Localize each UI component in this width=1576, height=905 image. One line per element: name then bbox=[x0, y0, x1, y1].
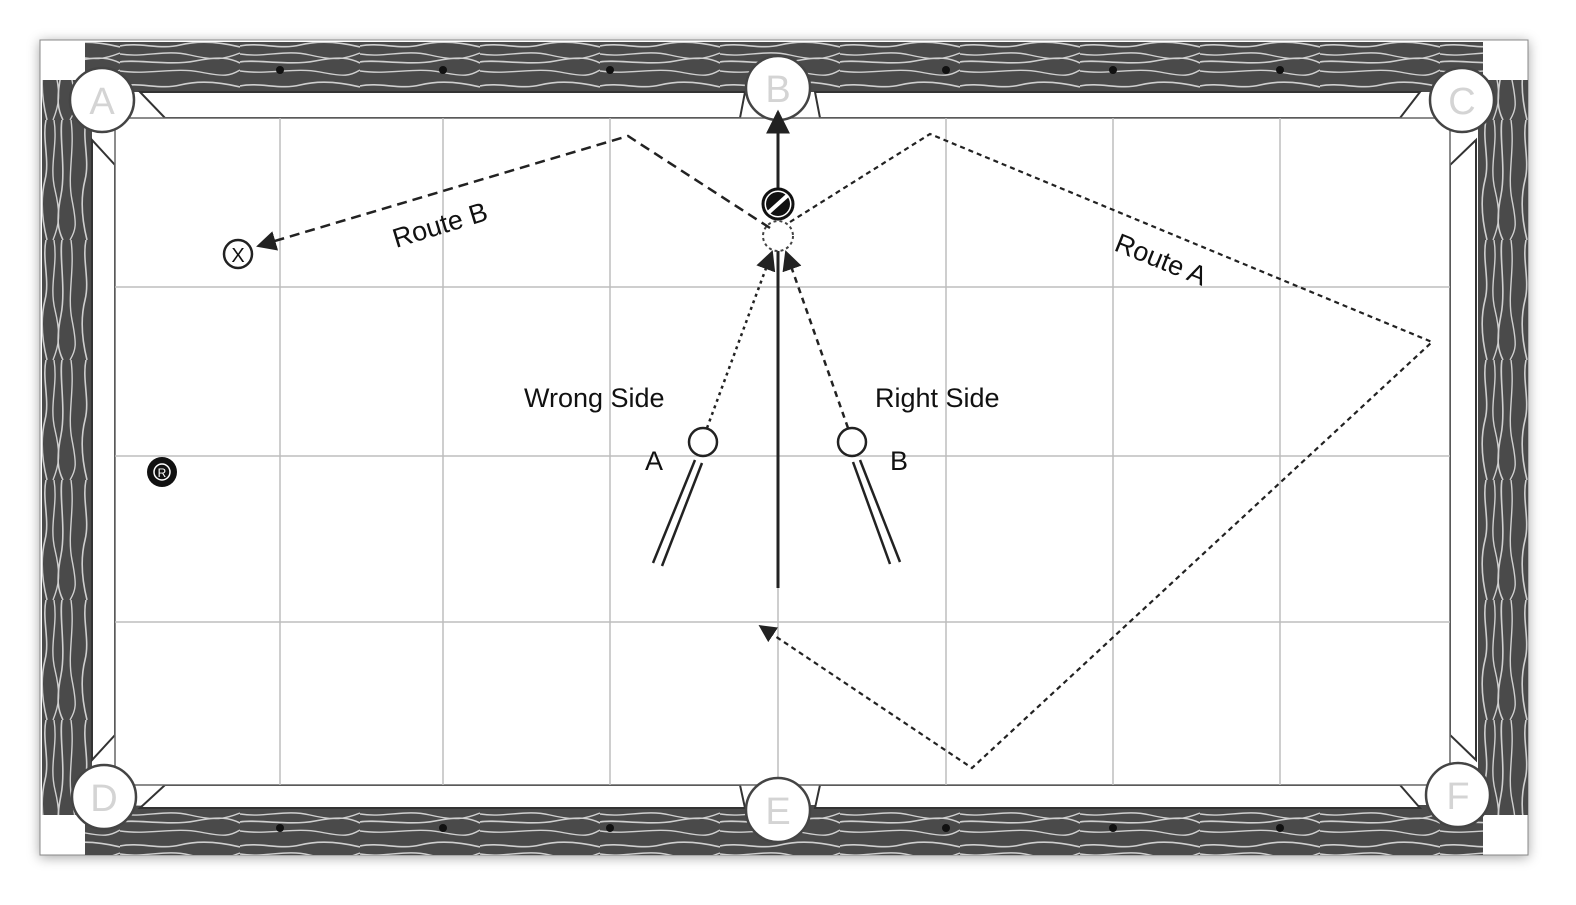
pocket-f-label: F bbox=[1446, 776, 1469, 818]
pocket-f: F bbox=[1424, 761, 1492, 829]
route-b-path bbox=[256, 134, 771, 251]
pocket-e-label: E bbox=[765, 791, 790, 833]
wrong-side-label: Wrong Side bbox=[524, 383, 665, 413]
ball-r: R bbox=[147, 457, 177, 487]
pocket-d-label: D bbox=[90, 778, 117, 820]
right-side-path bbox=[782, 250, 850, 429]
cue-ball-a-label: A bbox=[645, 446, 663, 476]
cue-ball-a bbox=[687, 426, 719, 458]
cue-ball-b bbox=[836, 426, 868, 458]
pocket-c: C bbox=[1428, 66, 1496, 134]
pocket-d: D bbox=[70, 763, 138, 831]
object-ball bbox=[761, 187, 795, 221]
route-a-path bbox=[758, 132, 1435, 770]
pocket-b-label: B bbox=[765, 69, 790, 111]
cue-stick-a bbox=[651, 459, 704, 567]
target-ball-x: X bbox=[222, 238, 254, 270]
wrong-side-path bbox=[705, 250, 776, 429]
pocket-e: E bbox=[744, 776, 812, 844]
right-side-label: Right Side bbox=[875, 383, 1000, 413]
left-rail bbox=[42, 80, 92, 815]
ghost-ball bbox=[762, 220, 794, 252]
right-rail bbox=[1478, 80, 1528, 815]
cue-ball-b-label: B bbox=[890, 446, 908, 476]
pocket-c-label: C bbox=[1448, 81, 1475, 123]
table-grid bbox=[115, 118, 1450, 785]
pocket-a: A bbox=[68, 66, 136, 134]
cue-stick-b bbox=[851, 459, 902, 565]
pocket-b: B bbox=[744, 54, 812, 122]
ball-r-label: R bbox=[158, 466, 167, 480]
rail-diamonds bbox=[276, 66, 1284, 832]
target-ball-x-label: X bbox=[231, 245, 244, 267]
pocket-a-label: A bbox=[89, 81, 115, 123]
